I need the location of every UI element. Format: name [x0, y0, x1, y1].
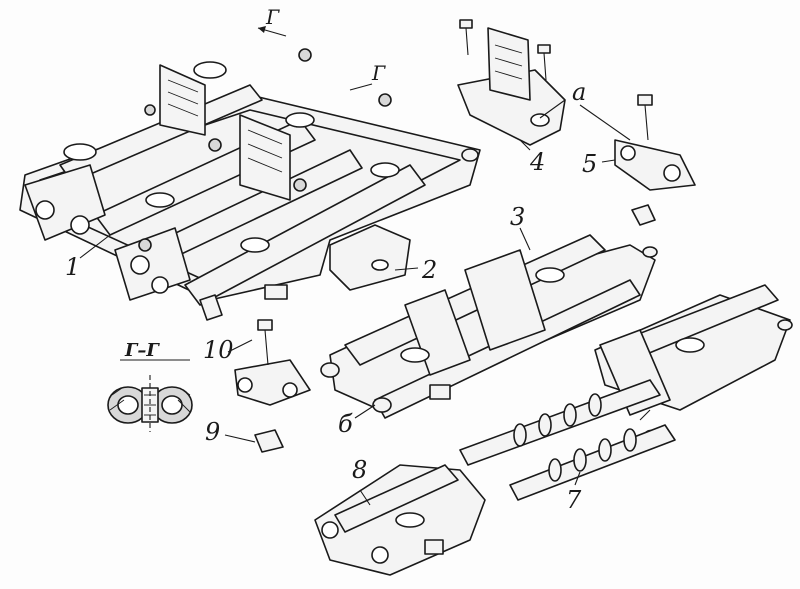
- label-part-9: 9: [205, 418, 220, 446]
- label-detail-a: а: [572, 78, 586, 106]
- assembly-end-pin: [199, 294, 223, 321]
- assembly-foot: [264, 284, 288, 300]
- assembly-bolts: [138, 48, 392, 252]
- part-right-frame: [594, 284, 793, 416]
- section-mark-right: Г: [349, 61, 386, 91]
- assembly-rocker-shaft-block: [19, 48, 481, 321]
- assembly-mid-link: [114, 227, 191, 301]
- label-part-2: 2: [421, 256, 437, 284]
- camshaft-lobes: [513, 393, 637, 482]
- part-rocker-frame: [320, 234, 658, 419]
- part-camshafts: [459, 379, 676, 501]
- label-part-3: 3: [510, 203, 525, 231]
- label-part-5: 5: [582, 150, 597, 178]
- part-bottom-frame: [314, 464, 486, 576]
- part-link-clamp: [614, 94, 696, 226]
- assembly-right-pin: [461, 148, 479, 162]
- section-mark-top-label: Г: [265, 5, 280, 29]
- assembly-guide-fin-2: [239, 114, 291, 201]
- label-part-10: 10: [203, 336, 234, 364]
- section-view-title: Г–Г: [124, 340, 160, 361]
- assembly-guide-fin-1: [159, 64, 206, 136]
- label-part-1: 1: [65, 253, 80, 281]
- part-support-fin: [457, 19, 566, 146]
- label-detail-b: б: [338, 410, 353, 438]
- part-clamp-small: [234, 319, 311, 453]
- label-part-7: 7: [566, 486, 582, 514]
- section-mark-top: Г: [257, 5, 287, 37]
- section-mark-right-label: Г: [371, 61, 386, 85]
- part-link-nut: [631, 204, 656, 226]
- label-part-4: 4: [529, 148, 545, 176]
- section-view: Г–Г: [107, 340, 193, 432]
- part-bracket: [329, 224, 411, 291]
- part-clamp-nut: [254, 429, 284, 453]
- assembly-shafts: [59, 84, 426, 306]
- label-part-8: 8: [352, 456, 367, 484]
